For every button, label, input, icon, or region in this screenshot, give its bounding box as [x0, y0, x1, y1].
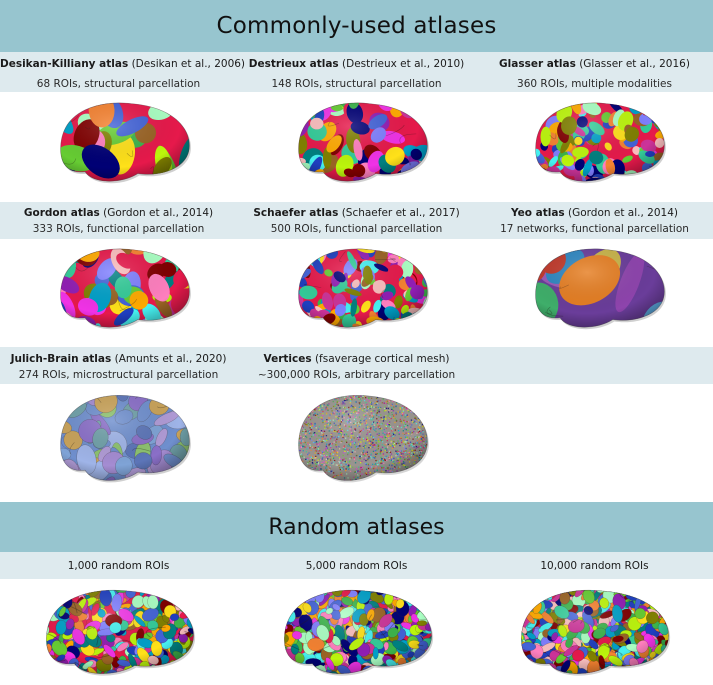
atlas-label-gordon: Gordon atlas (Gordon et al., 2014) 333 R…	[23, 207, 214, 235]
section-title-common: Commonly-used atlases	[0, 0, 713, 52]
atlas-label-destrieux: Destrieux atlas (Destrieux et al., 2010)…	[248, 58, 465, 90]
brain-desikan-image	[60, 102, 191, 184]
atlas-label-vertices: Vertices (fsaverage cortical mesh) ~300,…	[257, 353, 456, 381]
brain-random-1000-image	[46, 589, 196, 676]
brain-random-5000-image	[284, 589, 434, 676]
atlas-label-yeo: Yeo atlas (Gordon et al., 2014) 17 netwo…	[500, 207, 689, 235]
brain-vertices-image	[298, 395, 429, 483]
atlas-label-glasser: Glasser atlas (Glasser et al., 2016) 360…	[499, 58, 690, 90]
label-strip-row1	[0, 52, 713, 92]
label-strip-row2	[0, 202, 713, 239]
atlas-label-desikan: Desikan-Killiany atlas (Desikan et al., …	[0, 58, 246, 90]
label-strip-row3	[0, 347, 713, 384]
random-label-10000: 10,000 random ROIs	[540, 560, 649, 572]
brain-destrieux-image	[298, 102, 429, 184]
brain-gordon-image	[60, 248, 191, 330]
atlas-label-julich: Julich-Brain atlas (Amunts et al., 2020)…	[10, 353, 227, 381]
brain-glasser-image	[535, 102, 666, 184]
brain-random-10000-image	[521, 589, 671, 676]
atlas-label-schaefer: Schaefer atlas (Schaefer et al., 2017) 5…	[253, 207, 460, 235]
brain-yeo-image	[535, 248, 666, 330]
random-label-5000: 5,000 random ROIs	[305, 560, 408, 572]
brain-schaefer-image	[298, 248, 429, 330]
random-label-1000: 1,000 random ROIs	[67, 560, 170, 572]
section-title-random: Random atlases	[0, 502, 713, 552]
brain-julich-image	[60, 395, 191, 483]
label-strip-random	[0, 552, 713, 579]
